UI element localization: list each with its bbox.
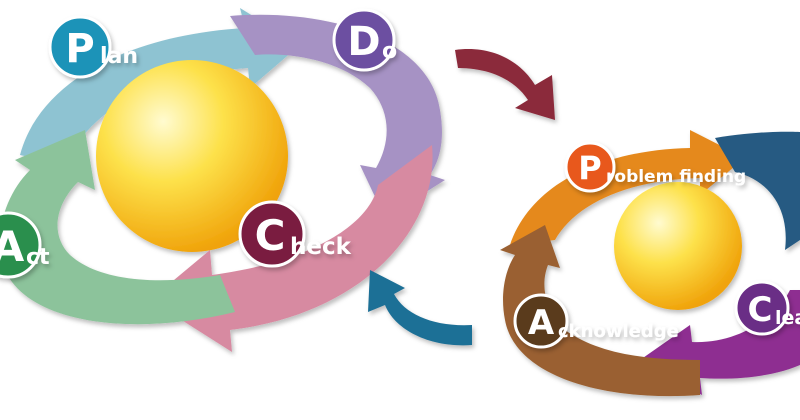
problem-finding-rest: roblem finding	[606, 167, 746, 187]
right-sphere	[614, 182, 742, 310]
check-label: C heck	[238, 200, 352, 268]
plan-badge	[48, 15, 112, 79]
clear-label: C lear	[734, 280, 800, 336]
check-rest: heck	[290, 234, 352, 260]
do-initial: D	[347, 19, 380, 65]
plan-rest: lan	[100, 44, 138, 69]
act-label: A ct	[0, 211, 50, 279]
back-connector-arrow	[368, 270, 472, 346]
top-right-arrow	[715, 131, 800, 250]
plan-arrow	[20, 8, 300, 165]
clear-initial: C	[748, 290, 773, 330]
do-label: D o	[332, 8, 397, 72]
act-rest: ct	[26, 245, 50, 270]
act-badge	[0, 211, 42, 279]
problem-finding-badge	[564, 141, 616, 193]
clear-rest: lear	[775, 307, 800, 329]
acknowledge-arrow	[500, 225, 700, 397]
problem-finding-arrow	[510, 130, 745, 245]
right-cycle	[500, 130, 800, 397]
act-initial: A	[0, 222, 25, 271]
acknowledge-badge	[513, 293, 569, 349]
forward-connector-arrow	[455, 49, 555, 120]
check-badge	[238, 200, 306, 268]
act-arrow	[0, 130, 235, 325]
left-sphere	[96, 60, 288, 252]
check-initial: C	[255, 211, 286, 260]
problem-finding-initial: P	[578, 149, 601, 187]
plan-label: P lan	[48, 15, 138, 79]
do-arrow	[230, 14, 445, 219]
acknowledge-label: A cknowledge	[513, 293, 679, 349]
do-rest: o	[382, 39, 397, 64]
acknowledge-rest: cknowledge	[558, 321, 679, 342]
plan-initial: P	[65, 26, 94, 72]
acknowledge-initial: A	[528, 303, 555, 343]
clear-badge	[734, 280, 790, 336]
do-badge	[332, 8, 396, 72]
problem-finding-label: P roblem finding	[564, 141, 746, 193]
left-cycle	[0, 8, 445, 352]
